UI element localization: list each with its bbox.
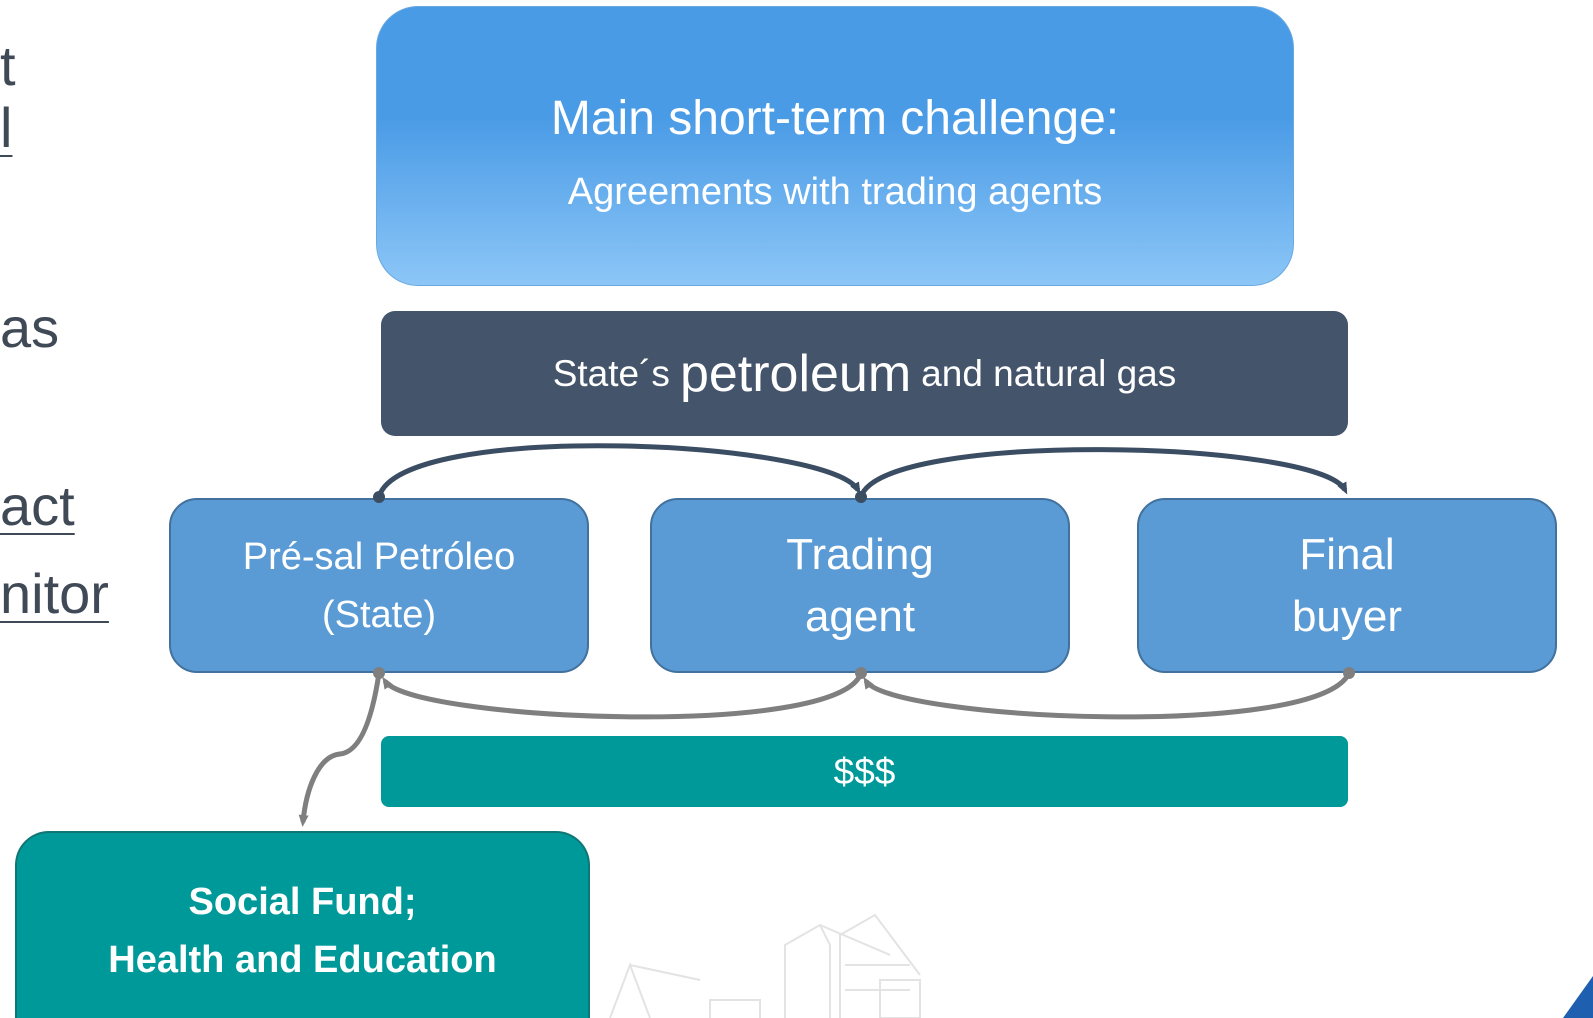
node-trading-agent: Trading agent [650,498,1070,673]
node-label-line2: buyer [1291,591,1403,641]
node-label-line1: Trading [786,529,934,579]
challenge-title: Main short-term challenge: [550,92,1120,145]
money-flow-arrow [863,667,1355,720]
node-final-buyer: Final buyer [1137,498,1557,673]
main-challenge-box: Main short-term challenge: Agreements wi… [376,6,1294,286]
social-fund-box: Social Fund; Health and Education [15,831,590,1018]
background-crane-illustration [609,913,921,1018]
social-line2: Health and Education [108,939,497,981]
resource-suffix: and natural gas [921,352,1177,394]
challenge-subtitle: Agreements with trading agents [567,171,1103,213]
left-text-fragment: act [0,474,75,537]
left-text-fragment: nitor [0,562,109,625]
node-label-line1: Final [1299,529,1395,579]
resource-bar: State´s petroleum and natural gas [381,311,1348,436]
left-text-fragment: t [0,34,16,97]
petroleum-flow-arrow [855,447,1348,503]
corner-decoration [1563,976,1593,1018]
money-bar: $$$ [381,736,1348,807]
resource-prefix: State´s [552,352,670,394]
node-label-line2: (State) [321,593,437,636]
left-text-fragment: as [0,296,60,359]
petroleum-flow-arrow [373,443,861,503]
node-label-line1: Pré-sal Petróleo [242,535,516,578]
resource-emphasis: petroleum [679,344,912,403]
left-text-fragment: l [0,96,13,159]
node-label-line2: agent [804,591,916,641]
money-flow-arrow [382,667,867,720]
node-pre-sal-petroleo: Pré-sal Petróleo (State) [169,498,589,673]
social-line1: Social Fund; [188,881,417,923]
social-fund-flow-arrow [298,667,385,827]
